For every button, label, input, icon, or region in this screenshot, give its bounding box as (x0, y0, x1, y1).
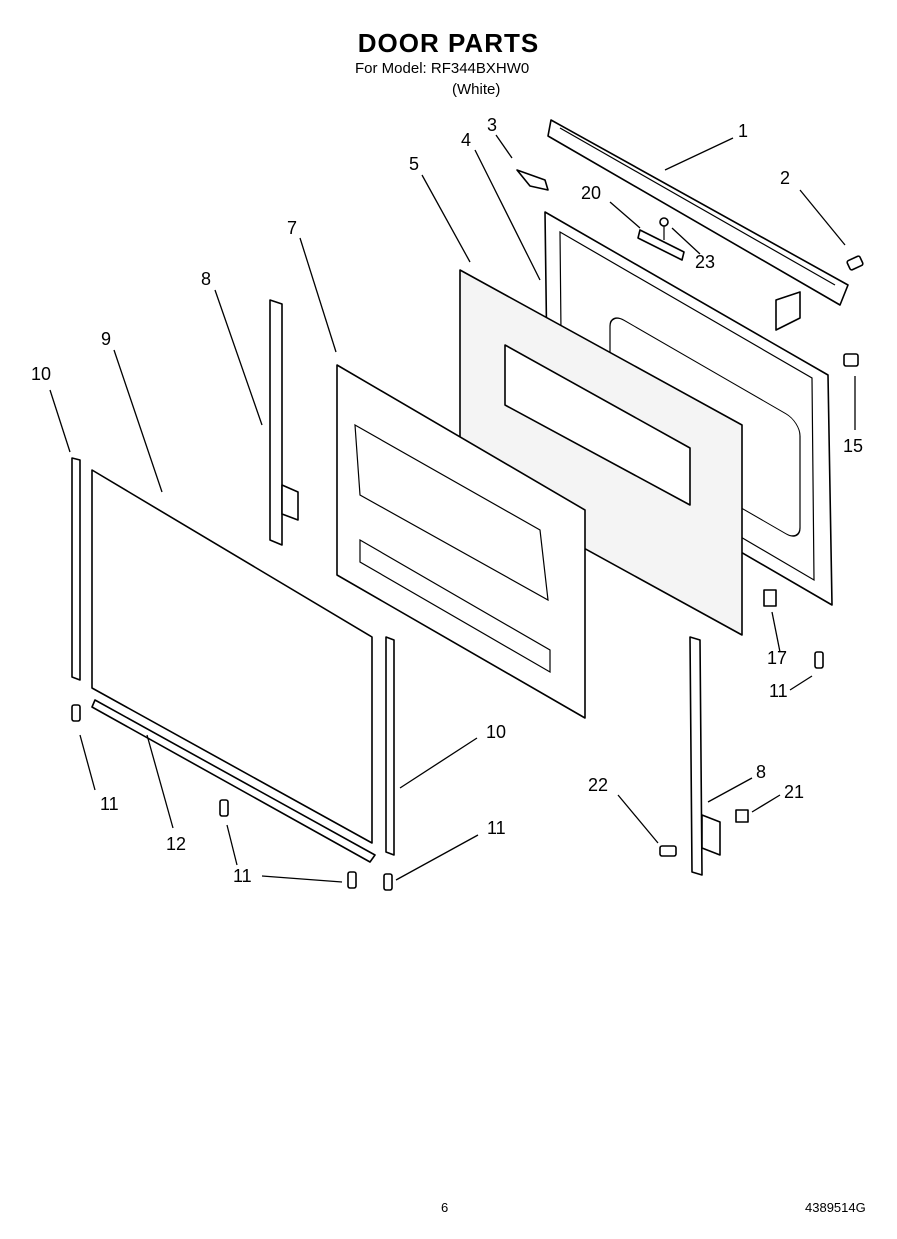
callout-15: 15 (843, 436, 863, 456)
callout-5: 5 (409, 154, 419, 174)
model-line: For Model: RF344BXHW0 (355, 60, 530, 77)
part-screw-15 (843, 353, 859, 367)
callout-8-right: 8 (756, 762, 766, 782)
callout-11-c: 11 (487, 818, 506, 838)
callout-3: 3 (487, 115, 497, 135)
part-screw-11-a (71, 704, 81, 722)
leader-lines (49, 134, 856, 883)
part-door-handle (547, 119, 849, 331)
part-side-trim-left (71, 457, 81, 681)
color-line: (White) (452, 81, 501, 98)
callout-1: 1 (738, 121, 748, 141)
callout-11-a: 11 (100, 794, 119, 814)
part-hinge-bracket-right (689, 636, 721, 876)
callout-11-d: 11 (769, 681, 788, 701)
callout-2: 2 (780, 168, 790, 188)
part-door-liner (336, 364, 586, 719)
callout-21: 21 (784, 782, 804, 802)
callout-20: 20 (581, 183, 601, 203)
page-number: 6 (441, 1200, 449, 1215)
part-screw-11-d (383, 873, 393, 891)
callout-8-left: 8 (201, 269, 211, 289)
part-screw-11-b (219, 799, 229, 817)
part-trim-strip (516, 169, 549, 191)
part-side-trim-right (385, 636, 395, 856)
part-clip-21 (735, 809, 749, 823)
callout-17: 17 (767, 648, 787, 668)
part-screw-22 (659, 845, 677, 857)
callout-10-left: 10 (31, 364, 51, 384)
page-title: DOOR PARTS (357, 28, 540, 58)
part-clip-17 (763, 589, 777, 607)
part-screw-11-c (347, 871, 357, 889)
part-insulation (459, 269, 743, 636)
callout-4: 4 (461, 130, 471, 150)
callout-22: 22 (588, 775, 608, 795)
part-hinge-bracket-left (269, 299, 299, 546)
callout-12: 12 (166, 834, 186, 854)
part-bottom-trim (91, 699, 376, 863)
callout-9: 9 (101, 329, 111, 349)
callout-11-b: 11 (233, 866, 252, 886)
part-door-glass (91, 469, 373, 844)
part-screw-2 (846, 255, 864, 271)
part-vent-bracket (637, 217, 685, 261)
document-number: 4389514G (805, 1200, 866, 1215)
callout-7: 7 (287, 218, 297, 238)
part-screw-11-e (814, 651, 824, 669)
callout-23: 23 (695, 252, 715, 272)
callout-10-right: 10 (486, 722, 506, 742)
